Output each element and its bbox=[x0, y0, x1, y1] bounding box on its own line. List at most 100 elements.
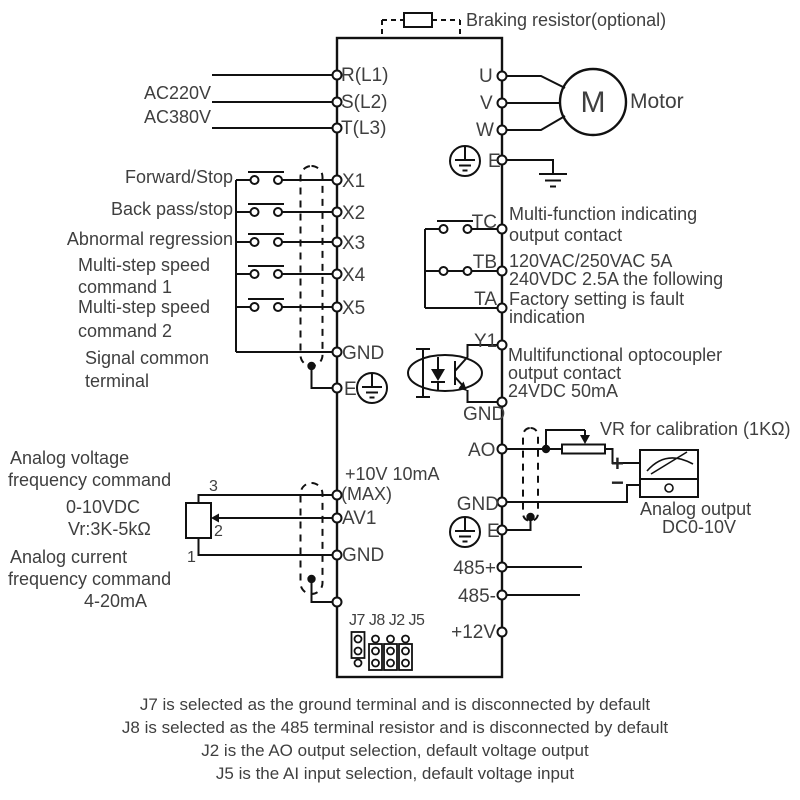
terminal-485-minus: 485- bbox=[457, 586, 496, 607]
jumper-header: J7 J8 J2 J5 bbox=[349, 612, 425, 629]
switch-contact-x3 bbox=[236, 233, 333, 247]
terminal-10v-label-2: (MAX) bbox=[341, 484, 392, 504]
terminal-ao: AO bbox=[468, 440, 496, 461]
x1-function-label: Forward/Stop bbox=[124, 167, 233, 187]
terminal-e-right: E bbox=[487, 521, 500, 542]
analog-current-label-3: 4-20mA bbox=[84, 591, 148, 611]
terminal-ta: TA bbox=[474, 289, 497, 310]
terminal-e-top: E bbox=[488, 151, 501, 172]
note-j2: J2 is the AO output selection, default v… bbox=[201, 741, 589, 760]
analog-voltage-label-3: 0-10VDC bbox=[66, 497, 141, 517]
pot-pin-2: 2 bbox=[214, 523, 223, 540]
analog-voltage-label-1: Analog voltage bbox=[10, 448, 130, 468]
wiper-arrow bbox=[211, 513, 219, 523]
jumper-notes: J7 is selected as the ground terminal an… bbox=[0, 693, 790, 785]
terminal-e-left: E bbox=[344, 379, 357, 400]
terminals-left bbox=[331, 69, 343, 608]
analog-output-label-1: Analog output bbox=[640, 499, 752, 519]
shield-analog-input bbox=[299, 482, 333, 603]
note-j7: J7 is selected as the ground terminal an… bbox=[139, 695, 651, 714]
analog-current-label-1: Analog current bbox=[10, 547, 128, 567]
note-j8: J8 is selected as the 485 terminal resis… bbox=[121, 718, 669, 737]
terminal-x4: X4 bbox=[342, 265, 366, 286]
x3-function-label: Abnormal regression bbox=[66, 229, 233, 249]
terminal-tc: TC bbox=[471, 212, 497, 233]
terminal-t: T(L3) bbox=[341, 118, 387, 139]
ao-circuit bbox=[506, 429, 699, 503]
digital-input-switches bbox=[235, 171, 333, 353]
analog-current-label-2: frequency command bbox=[8, 569, 172, 589]
jumper-cap-j5 bbox=[398, 643, 413, 671]
terminal-x5: X5 bbox=[342, 298, 366, 319]
gnd-function-label-2: terminal bbox=[85, 371, 150, 391]
terminal-gnd-digital: GND bbox=[342, 343, 385, 364]
switch-contact-x5 bbox=[236, 298, 333, 312]
motor-m: M bbox=[580, 86, 606, 119]
motor-label: Motor bbox=[630, 90, 684, 113]
terminal-gnd-ao: GND bbox=[456, 494, 499, 515]
x5-function-label-1: Multi-step speed bbox=[78, 297, 211, 317]
jumper-pins bbox=[350, 631, 413, 671]
relay-rating-2: 240VDC 2.5A the following bbox=[509, 269, 724, 289]
ac380v-label: AC380V bbox=[144, 107, 212, 127]
relay-rating-1: 120VAC/250VAC 5A bbox=[509, 251, 673, 271]
gnd-function-label-1: Signal common bbox=[85, 348, 210, 368]
jumper-cap-j2 bbox=[383, 643, 398, 671]
terminal-10v-label-1: +10V 10mA bbox=[345, 464, 440, 484]
analog-meter bbox=[639, 449, 699, 498]
analog-voltage-label-2: frequency command bbox=[8, 470, 172, 490]
analog-voltage-label-4: Vr:3K-5kΩ bbox=[68, 519, 151, 539]
braking-resistor-label: Braking resistor(optional) bbox=[466, 10, 667, 30]
pot-pin-3: 3 bbox=[209, 478, 218, 495]
relay-factory-1: Factory setting is fault bbox=[509, 289, 685, 309]
opto-desc-2: output contact bbox=[508, 363, 622, 383]
vr-potentiometer bbox=[561, 443, 606, 455]
switch-contact-x2 bbox=[236, 203, 333, 217]
earth-symbol-top-right bbox=[449, 145, 481, 177]
terminal-x3: X3 bbox=[342, 233, 366, 254]
ac220v-label: AC220V bbox=[144, 83, 212, 103]
terminal-gnd-opto: GND bbox=[463, 404, 506, 425]
terminal-w: W bbox=[476, 120, 494, 141]
vr-calibration-label: VR for calibration (1KΩ) bbox=[600, 419, 791, 439]
terminal-s: S(L2) bbox=[341, 92, 388, 113]
terminals-right bbox=[496, 70, 508, 638]
opto-desc-3: 24VDC 50mA bbox=[508, 381, 619, 401]
terminal-x1: X1 bbox=[342, 171, 366, 192]
terminal-12v: +12V bbox=[451, 622, 496, 643]
terminal-v: V bbox=[480, 93, 493, 114]
motor-symbol bbox=[506, 67, 628, 137]
switch-contact-x4 bbox=[236, 265, 333, 279]
note-j5: J5 is the AI input selection, default vo… bbox=[215, 764, 575, 783]
terminal-av1: AV1 bbox=[342, 508, 377, 529]
pot-pin-1: 1 bbox=[187, 549, 196, 566]
terminal-485-plus: 485+ bbox=[453, 558, 496, 579]
earth-symbol-left bbox=[356, 372, 388, 404]
relay-factory-2: indication bbox=[509, 307, 586, 327]
braking-resistor-symbol bbox=[381, 12, 461, 37]
comm-wires bbox=[506, 566, 582, 596]
opto-desc-1: Multifunctional optocoupler bbox=[508, 345, 723, 365]
x2-function-label: Back pass/stop bbox=[110, 199, 233, 219]
x4-function-label-1: Multi-step speed bbox=[78, 255, 211, 275]
earth-symbol-right bbox=[449, 516, 481, 548]
meter-plus: + bbox=[611, 451, 624, 476]
analog-output-label-2: DC0-10V bbox=[662, 517, 737, 537]
relay-contacts bbox=[424, 220, 498, 309]
shield-x-inputs bbox=[299, 165, 333, 389]
analog-input-potentiometer bbox=[185, 494, 333, 556]
x5-function-label-2: command 2 bbox=[78, 321, 173, 341]
terminal-x2: X2 bbox=[342, 203, 366, 224]
x4-function-label-2: command 1 bbox=[78, 277, 173, 297]
terminal-r: R(L1) bbox=[341, 65, 389, 86]
terminal-u: U bbox=[479, 66, 493, 87]
optocoupler-symbol bbox=[407, 344, 498, 403]
meter-minus: − bbox=[611, 470, 624, 495]
jumper-cap-j7 bbox=[350, 631, 366, 659]
jumper-cap-j8 bbox=[368, 643, 383, 671]
terminal-y1: Y1 bbox=[474, 331, 498, 352]
vr-arrow bbox=[580, 435, 590, 444]
relay-desc-1: Multi-function indicating bbox=[509, 204, 698, 224]
